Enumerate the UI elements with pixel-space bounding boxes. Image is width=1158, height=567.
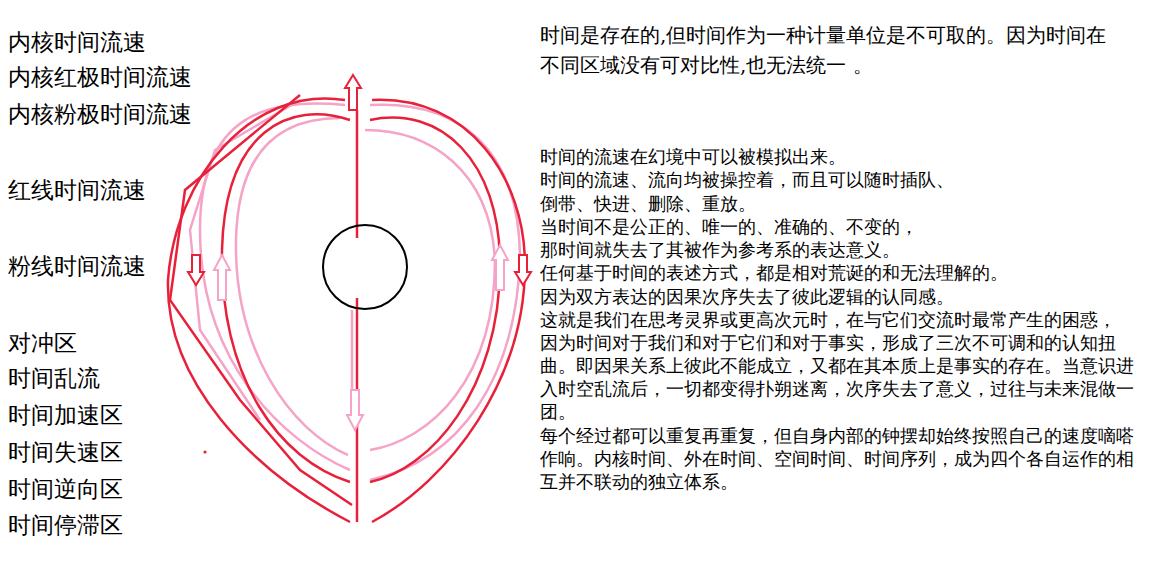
legend-term: 内核粉极时间流速: [8, 99, 192, 129]
legend-term: 时间加速区: [8, 400, 123, 430]
legend-term: 时间失速区: [8, 437, 123, 467]
legend-term: 对冲区: [8, 328, 77, 358]
pink-down-arrow: [347, 390, 363, 430]
note-text: 任何基于时间的表述方式，都是相对荒诞的和无法理解的。: [540, 262, 1008, 284]
red-flow-line: [370, 118, 500, 482]
red-flow-line: [222, 114, 350, 482]
note-text: 倒带、快进、删除、重放。: [540, 193, 756, 215]
legend-term: 时间逆向区: [8, 474, 123, 504]
red-flow-line: [356, 110, 359, 238]
legend-term: 时间乱流: [8, 363, 100, 393]
note-text: 那时间就失去了其被作为参考系的表达意义。: [540, 239, 900, 261]
red-flow-lines: [168, 95, 525, 522]
note-text: 这就是我们在思考灵界或更高次元时，在与它们交流时最常产生的困惑，: [540, 309, 1116, 331]
pink-up-arrow: [492, 245, 508, 290]
note-text: 时间的流速在幻境中可以被模拟出来。: [540, 146, 846, 168]
pink-up-arrow: [214, 255, 230, 300]
red-up-arrow: [345, 75, 361, 110]
legend-term: 内核时间流速: [8, 27, 146, 57]
pink-flow-line: [351, 310, 354, 390]
note-text: 曲。即因果关系上彼此不能成立，又都在其本质上是事实的存在。当意识进: [540, 355, 1134, 377]
inner-core-circle: [323, 225, 407, 309]
red-down-arrow: [188, 255, 204, 285]
red-flow-line: [372, 100, 525, 522]
red-dot: [203, 450, 206, 453]
note-text: 因为双方表达的因果次序失去了彼此逻辑的认同感。: [540, 286, 954, 308]
pink-flow-line: [365, 130, 495, 450]
legend-term: 时间停滞区: [8, 510, 123, 540]
red-flow-line: [168, 98, 350, 522]
note-text: 作响。内核时间、外在时间、空间时间、时间序列，成为四个各自运作的相: [540, 448, 1134, 470]
note-text: 入时空乱流后，一切都变得扑朔迷离，次序失去了意义，过往与未来混做一: [540, 378, 1134, 400]
note-text: 因为时间对于我们和对于它们和对于事实，形成了三次不可调和的认知扭: [540, 332, 1116, 354]
red-down-arrow: [515, 255, 531, 285]
legend-term: 内核红极时间流速: [8, 62, 192, 92]
note-text: 每个经过都可以重复再重复，但自身内部的钟摆却始终按照自己的速度嘀嗒: [540, 425, 1134, 447]
pink-arrows: [214, 245, 508, 430]
note-text: 互并不联动的独立体系。: [540, 471, 738, 493]
legend-term: 粉线时间流速: [8, 251, 146, 281]
pink-flow-line: [236, 118, 348, 455]
red-arrows: [188, 75, 531, 285]
note-text: 时间的流速、流向均被操控着，而且可以随时插队、: [540, 169, 954, 191]
note-text: 不同区域没有可对比性,也无法统一 。: [540, 52, 873, 78]
red-flow-line: [170, 95, 352, 505]
note-text: 团。: [540, 401, 576, 423]
note-text: 时间是存在的,但时间作为一种计量单位是不可取的。因为时间在: [540, 22, 1106, 48]
pink-flow-line: [190, 100, 300, 420]
note-text: 当时间不是公正的、唯一的、准确的、不变的，: [540, 216, 918, 238]
pink-flow-line: [370, 105, 520, 480]
legend-term: 红线时间流速: [8, 175, 146, 205]
